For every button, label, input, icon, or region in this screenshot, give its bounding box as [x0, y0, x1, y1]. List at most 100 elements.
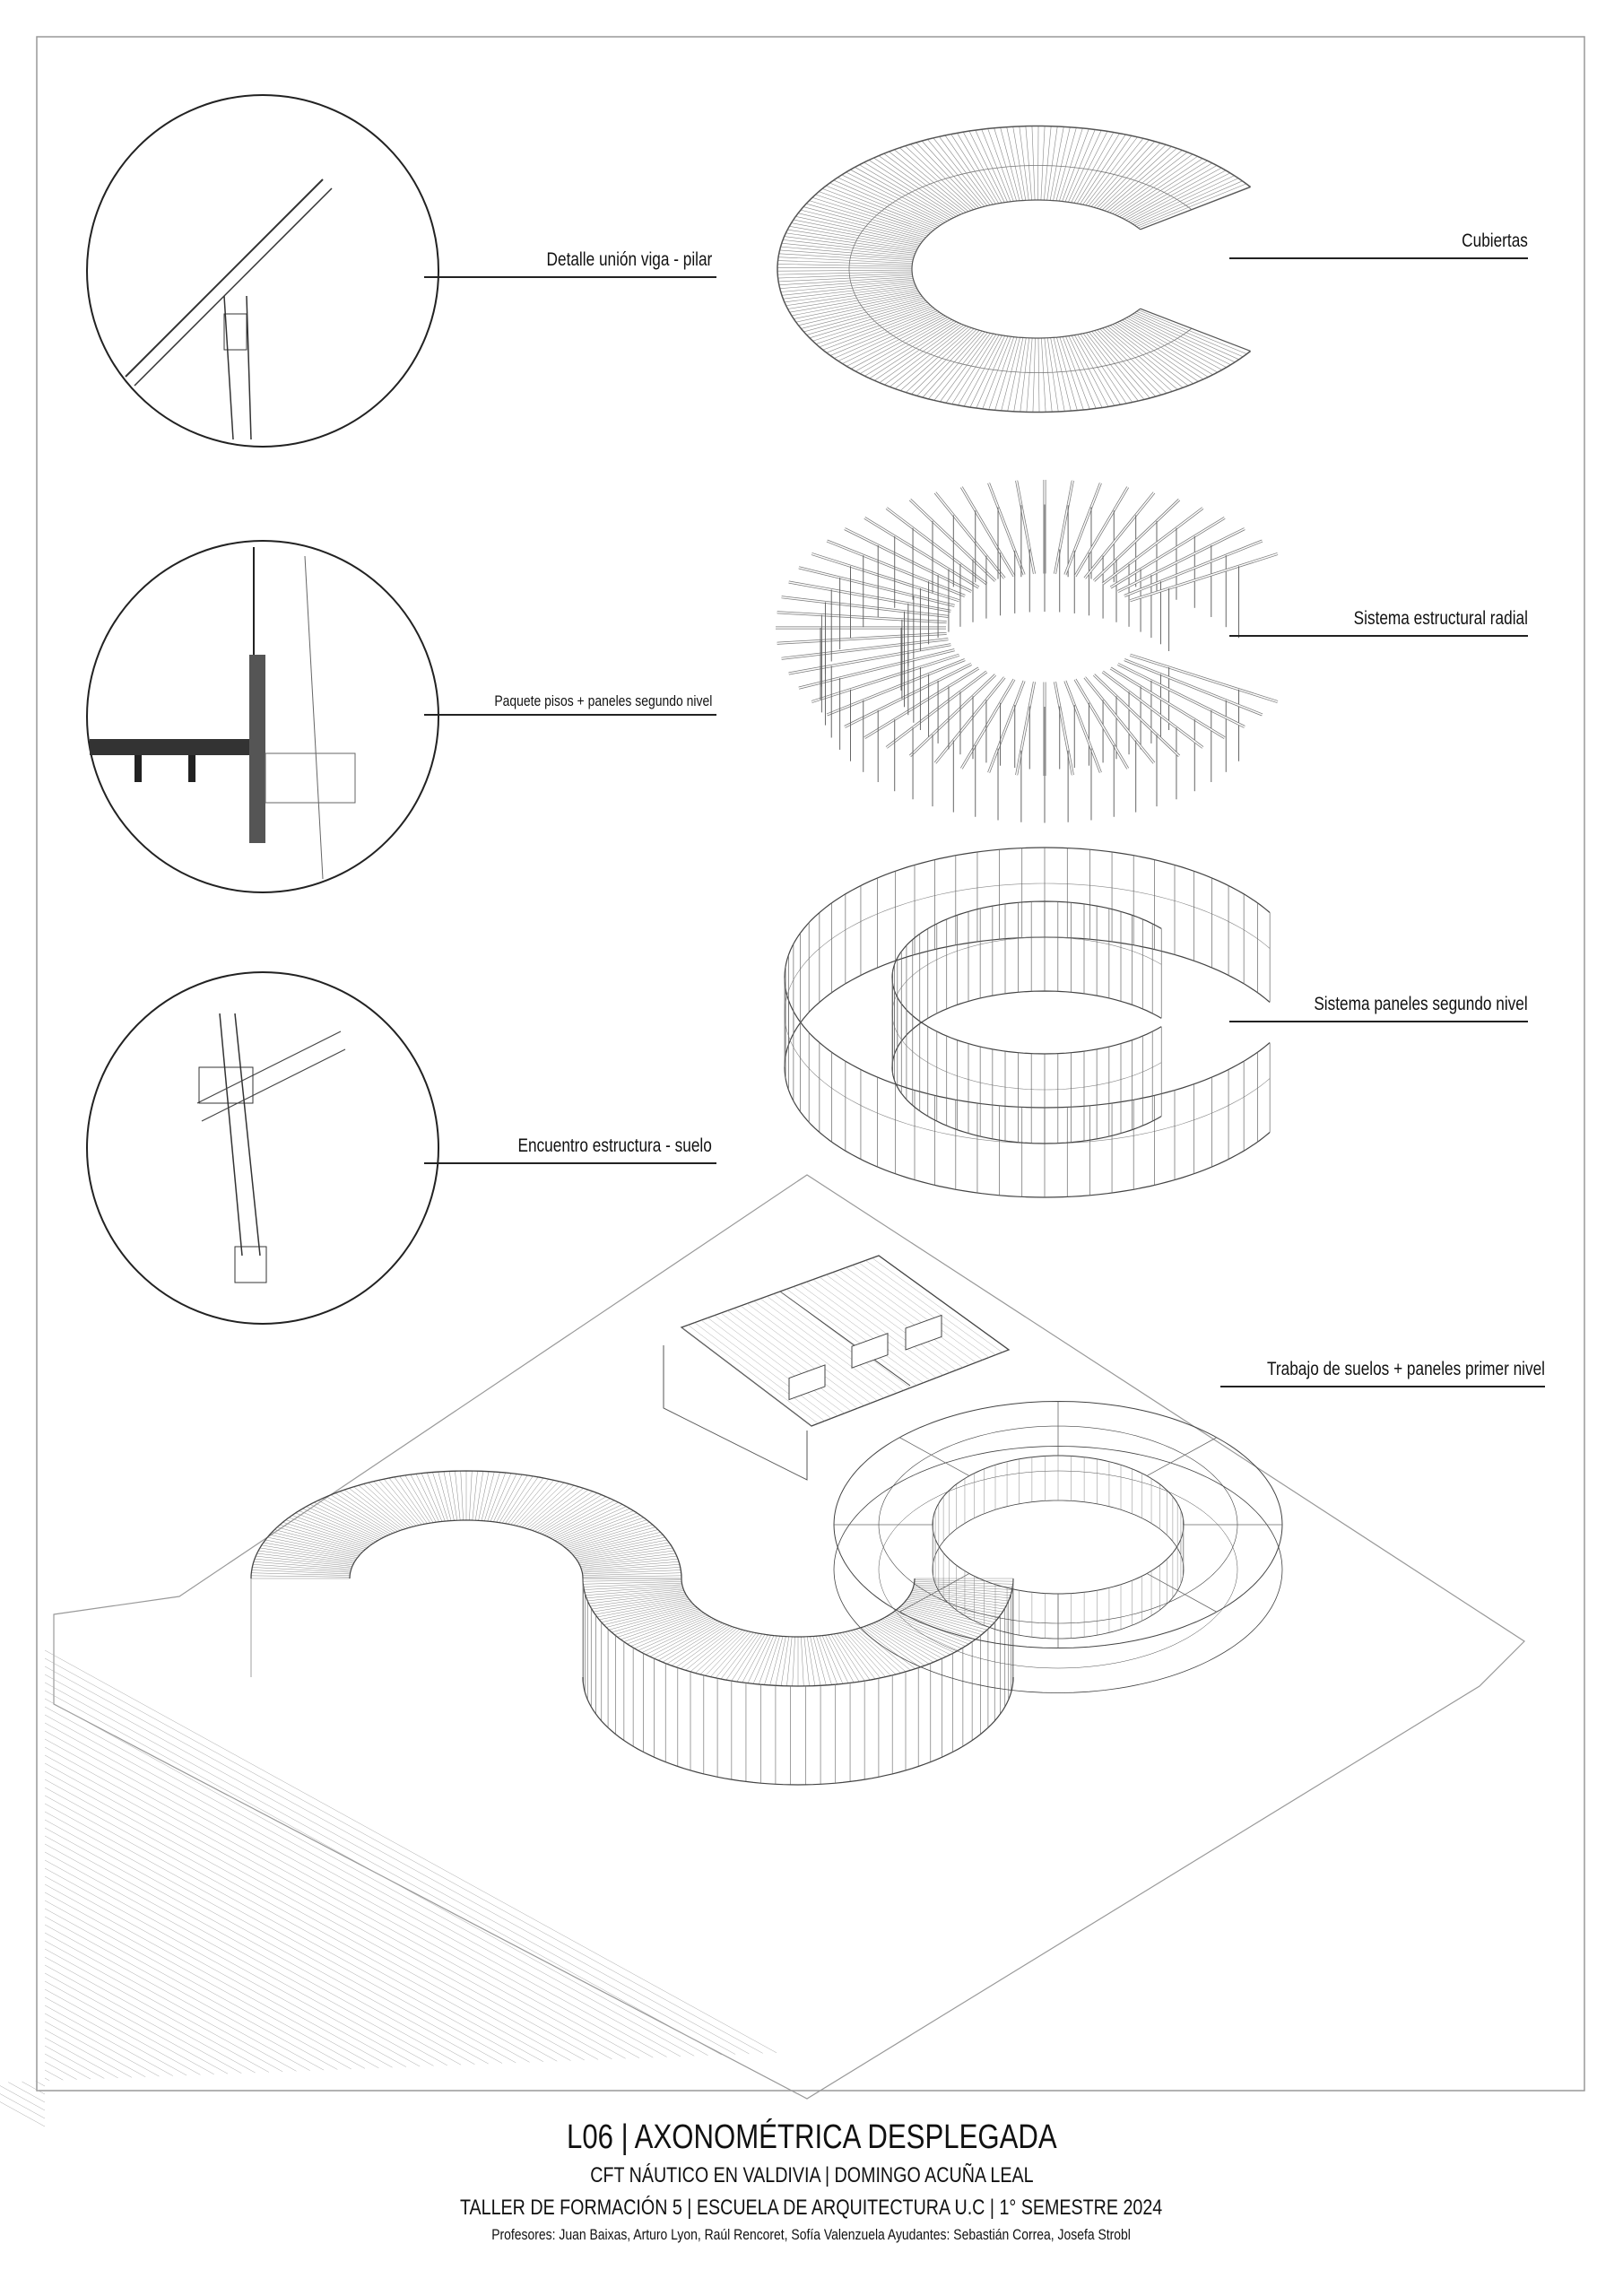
line-work [987, 128, 1014, 202]
line-work [1037, 337, 1040, 413]
line-work [1077, 334, 1121, 405]
line-work [44, 1859, 421, 2067]
line-work [875, 1622, 942, 1659]
line-work [788, 581, 951, 613]
line-work [864, 667, 979, 739]
line-work [933, 137, 988, 206]
line-work [914, 1581, 1013, 1585]
line-work [1025, 126, 1032, 201]
line-work [339, 1491, 398, 1532]
sheet-title: L06 | AXONOMÉTRICA DESPLEGADA [566, 2118, 1057, 2156]
line-work [44, 2053, 91, 2080]
line-work [846, 316, 946, 367]
line-work [694, 1322, 825, 1422]
line-work [587, 1590, 684, 1602]
line-work [975, 129, 1008, 203]
line-work [815, 194, 931, 234]
line-work [543, 1498, 611, 1535]
line-work [888, 1614, 966, 1647]
line-work [958, 335, 1000, 406]
line-work [671, 1625, 730, 1666]
line-work [44, 1746, 612, 2060]
line-work [44, 1916, 325, 2071]
line-work [289, 1517, 370, 1546]
line-work [577, 1544, 672, 1561]
skylight [788, 1364, 826, 1401]
line-work [1122, 319, 1213, 376]
line-work [234, 1013, 261, 1257]
line-work [44, 2037, 118, 2079]
line-work [801, 297, 924, 329]
line-work [44, 1706, 681, 2057]
line-work [864, 1626, 921, 1668]
line-work [855, 317, 950, 372]
line-work [784, 236, 916, 254]
line-work [797, 213, 923, 243]
line-work [784, 284, 916, 303]
line-work [1074, 679, 1129, 770]
line-work [349, 1519, 584, 1579]
line-work [455, 1471, 461, 1521]
line-work [542, 1496, 606, 1535]
line-work [1110, 667, 1226, 739]
line-work [865, 1260, 996, 1355]
line-work [794, 292, 920, 319]
line-work [44, 1787, 544, 2062]
line-work [1104, 148, 1177, 212]
line-work [850, 1630, 897, 1675]
label-radial-structure: Sistema estructural radial [1353, 608, 1528, 629]
line-work [878, 155, 961, 215]
line-work [1093, 674, 1180, 757]
line-work [829, 310, 938, 356]
line-work [838, 1269, 970, 1366]
line-work [733, 1308, 864, 1406]
line-work [812, 196, 929, 235]
line-work [962, 132, 1002, 204]
line-work [764, 1636, 780, 1685]
line-work [460, 1471, 464, 1521]
line-work [1101, 146, 1172, 211]
line-work [982, 336, 1011, 410]
line-work [909, 1595, 1005, 1610]
line-work [590, 1593, 686, 1607]
line-work [44, 2069, 64, 2081]
line-work [1090, 139, 1150, 207]
line-work [572, 1534, 664, 1555]
line-work [44, 1900, 352, 2070]
line-work [415, 1474, 439, 1522]
line-work [516, 1481, 560, 1526]
line-work [606, 1605, 695, 1628]
line-work [44, 2045, 105, 2079]
line-work [521, 1483, 569, 1528]
line-work [825, 1635, 849, 1683]
line-work [769, 1636, 784, 1686]
line-work [852, 1265, 983, 1361]
line-work [899, 327, 972, 391]
line-work [1044, 126, 1052, 201]
line-work [256, 1555, 352, 1567]
line-work [1032, 337, 1036, 413]
detail-circles [86, 94, 439, 1325]
line-work [1138, 309, 1247, 354]
line-work [496, 1474, 523, 1523]
site-plan-layer [0, 1174, 1525, 2127]
line-work [1134, 312, 1239, 361]
line-work [560, 1515, 641, 1545]
line-work [916, 330, 980, 396]
line-work [484, 1472, 500, 1521]
line-work [1053, 126, 1071, 201]
line-work [874, 322, 959, 381]
line-work [778, 257, 913, 264]
line-work [906, 1600, 997, 1621]
line-work [826, 185, 936, 230]
line-work [1068, 130, 1102, 203]
line-work [890, 326, 967, 387]
line-work [263, 1542, 357, 1560]
line-work [1117, 663, 1245, 728]
line-work [601, 1602, 692, 1623]
line-work [779, 278, 914, 289]
line-work [274, 1529, 363, 1552]
line-work [886, 1615, 962, 1649]
line-work [44, 1770, 571, 2061]
line-work [1049, 126, 1064, 201]
